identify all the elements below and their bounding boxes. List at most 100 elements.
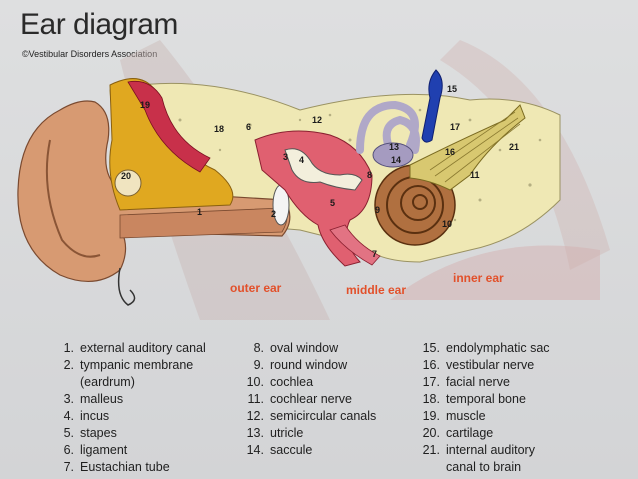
label-1: 1 (197, 207, 202, 217)
legend-text: endolymphatic sac (446, 341, 550, 355)
label-9: 9 (375, 205, 380, 215)
legend-text: cochlear nerve (270, 392, 352, 406)
legend-number: 9. (253, 358, 264, 372)
legend-text: malleus (80, 392, 124, 406)
legend-number: 18. (422, 392, 440, 406)
legend-number: 19. (422, 409, 440, 423)
legend-item: 21. internal auditory (418, 442, 550, 459)
legend-text: semicircular canals (270, 409, 377, 423)
label-3: 3 (283, 152, 288, 162)
legend-item: 18. temporal bone (418, 391, 550, 408)
legend-text: external auditory canal (80, 341, 206, 355)
eustachian-tube (329, 224, 381, 266)
legend-text: canal to brain (446, 460, 522, 474)
legend-number: 8. (253, 341, 264, 355)
legend-text: vestibular nerve (446, 358, 535, 372)
middle-ear-sweep (440, 40, 610, 270)
legend-number: 6. (63, 443, 74, 457)
pinna-fold (45, 139, 101, 258)
label-4: 4 (299, 155, 304, 165)
legend-item: 17. facial nerve (418, 374, 550, 391)
legend-number: 17. (422, 375, 440, 389)
inner-ear-sweep (390, 245, 600, 300)
legend-item: 19. muscle (418, 408, 550, 425)
legend-text: temporal bone (446, 392, 526, 406)
legend-item: 3. malleus (52, 391, 206, 408)
label-6: 6 (246, 122, 251, 132)
label-19: 19 (140, 100, 150, 110)
legend-item: 16.vestibular nerve (418, 357, 550, 374)
legend-number: 14. (246, 443, 264, 457)
vestibule (372, 142, 414, 168)
legend-number: 21. (422, 443, 440, 457)
legend-item: 13.utricle (242, 425, 376, 442)
legend-item: canal to brain (418, 459, 550, 476)
legend-item: 11. cochlear nerve (242, 391, 376, 408)
label-13: 13 (389, 142, 399, 152)
legend-number: 20. (422, 426, 440, 440)
legend-item: 1. external auditory canal (52, 340, 206, 357)
legend-number: 1. (63, 341, 74, 355)
legend-number: 3. (63, 392, 74, 406)
legend-text: facial nerve (446, 375, 510, 389)
legend-item: 7. Eustachian tube (52, 459, 206, 476)
legend-text: utricle (270, 426, 304, 440)
credit-line: ©Vestibular Disorders Association (22, 49, 158, 59)
legend-text: muscle (446, 409, 486, 423)
label-18: 18 (214, 124, 224, 134)
label-14: 14 (391, 155, 401, 165)
label-20: 20 (121, 171, 131, 181)
legend-number: 5. (63, 426, 74, 440)
legend-number (418, 459, 440, 476)
ossicles (284, 148, 363, 191)
legend-number: 12. (246, 409, 264, 423)
legend-item: 15. endolymphatic sac (418, 340, 550, 357)
label-15: 15 (447, 84, 457, 94)
legend-number: 10. (246, 375, 264, 389)
legend-item: 10. cochlea (242, 374, 376, 391)
legend-item: (eardrum) (52, 374, 206, 391)
legend-text: round window (270, 358, 348, 372)
label-12: 12 (312, 115, 322, 125)
legend-number: 15. (422, 341, 440, 355)
legend-text: tympanic membrane (80, 358, 194, 372)
endolymphatic-sac (421, 69, 443, 143)
region-middle-ear: middle ear (346, 283, 406, 297)
nerve-fibers (429, 111, 521, 183)
region-inner-ear: inner ear (453, 271, 504, 285)
legend-column-3: 15. endolymphatic sac 16.vestibular nerve… (418, 340, 550, 476)
legend-number: 7. (63, 460, 74, 474)
legend-item: 5. stapes (52, 425, 206, 442)
legend-text: oval window (270, 341, 339, 355)
label-10: 10 (442, 219, 452, 229)
legend-text: ligament (80, 443, 128, 457)
label-16: 16 (445, 147, 455, 157)
label-5: 5 (330, 198, 335, 208)
semicircular-canals (356, 100, 420, 154)
legend-item: 8. oval window (242, 340, 376, 357)
legend-text: Eustachian tube (80, 460, 170, 474)
legend-item: 6. ligament (52, 442, 206, 459)
legend-item: 20. cartilage (418, 425, 550, 442)
legend-number: 4. (63, 409, 74, 423)
legend-text: internal auditory (446, 443, 535, 457)
legend-number: 2. (63, 358, 74, 372)
legend-item: 2. tympanic membrane (52, 357, 206, 374)
legend-item: 4. incus (52, 408, 206, 425)
legend-number: 11. (247, 392, 264, 406)
label-7: 7 (372, 249, 377, 259)
legend-text: cochlea (270, 375, 314, 389)
legend-column-1: 1. external auditory canal 2. tympanic mem… (52, 340, 206, 476)
label-21: 21 (509, 142, 519, 152)
label-8: 8 (367, 170, 372, 180)
legend-text: saccule (270, 443, 313, 457)
legend-text: cartilage (446, 426, 494, 440)
legend-text: incus (80, 409, 110, 423)
legend-item: 14. saccule (242, 442, 376, 459)
legend-text: (eardrum) (80, 375, 135, 389)
label-11: 11 (470, 170, 480, 180)
label-2: 2 (271, 209, 276, 219)
legend-text: stapes (80, 426, 117, 440)
cartilage-node (114, 169, 142, 197)
